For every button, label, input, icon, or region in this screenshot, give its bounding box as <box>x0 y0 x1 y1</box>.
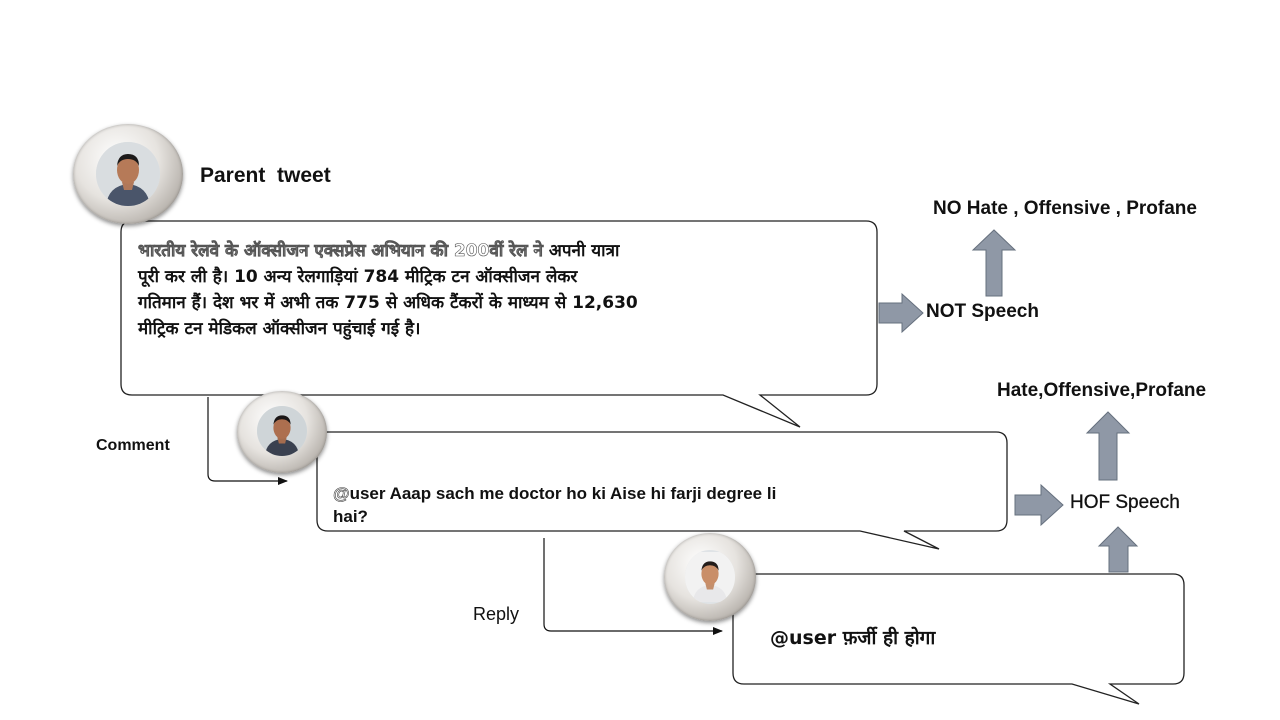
reply-user-avatar <box>664 533 756 621</box>
not-speech-label: NOT Speech <box>926 301 1039 322</box>
hof-speech-label: HOF Speech <box>1070 492 1180 513</box>
parent-tweet-line-3: गतिमान हैं। देश भर में अभी तक 775 से अधि… <box>138 293 638 313</box>
parent-tweet-line-1: भारतीय रेलवे के ऑक्सीजन एक्सप्रेस अभियान… <box>138 238 858 264</box>
comment-line-2: hai? <box>333 507 368 526</box>
parent-tweet-line-1-rest: अपनी यात्रा <box>548 241 620 261</box>
parent-tweet-text: भारतीय रेलवे के ऑक्सीजन एक्सप्रेस अभियान… <box>138 238 858 342</box>
hate-offensive-profane-label: Hate,Offensive,Profane <box>997 380 1207 401</box>
comment-label: Comment <box>96 437 170 454</box>
parent-tweet-line-2: पूरी कर ली है। 10 अन्य रेलगाड़ियां 784 म… <box>138 267 578 287</box>
person-photo-icon <box>685 552 735 602</box>
reply-text: @user फ़र्जी ही होगा <box>770 627 936 649</box>
comment-line-1-text: user Aaap sach me doctor ho ki Aise hi f… <box>349 484 777 503</box>
parent-tweet-label: Parent tweet <box>200 164 331 187</box>
comment-connector-arrow <box>207 397 288 485</box>
right-block-arrow-not-speech <box>878 292 924 334</box>
comment-text: @user Aaap sach me doctor ho ki Aise hi … <box>333 482 893 528</box>
parent-tweet-line-4: मीट्रिक टन मेडिकल ऑक्सीजन पहुंचाई गई है। <box>138 319 421 339</box>
person-photo-icon <box>96 142 160 206</box>
up-block-arrow-reply-to-hof <box>1097 526 1139 573</box>
parent-user-avatar <box>73 124 183 224</box>
no-hate-offensive-profane-label: NO Hate , Offensive , Profane <box>933 198 1197 219</box>
up-block-arrow-no-hate <box>971 229 1017 297</box>
reply-label: Reply <box>473 604 520 624</box>
reply-connector-arrow <box>543 538 723 635</box>
right-block-arrow-hof-speech <box>1014 483 1064 527</box>
person-photo-icon <box>257 406 307 456</box>
comment-line-1: @user Aaap sach me doctor ho ki Aise hi … <box>333 482 893 505</box>
comment-user-avatar <box>237 391 327 473</box>
parent-tweet-bubble <box>120 220 878 428</box>
up-block-arrow-hate <box>1085 411 1131 481</box>
parent-tweet-faded-text: भारतीय रेलवे के ऑक्सीजन एक्सप्रेस अभियान… <box>138 241 549 262</box>
comment-mention: @ <box>333 484 350 504</box>
